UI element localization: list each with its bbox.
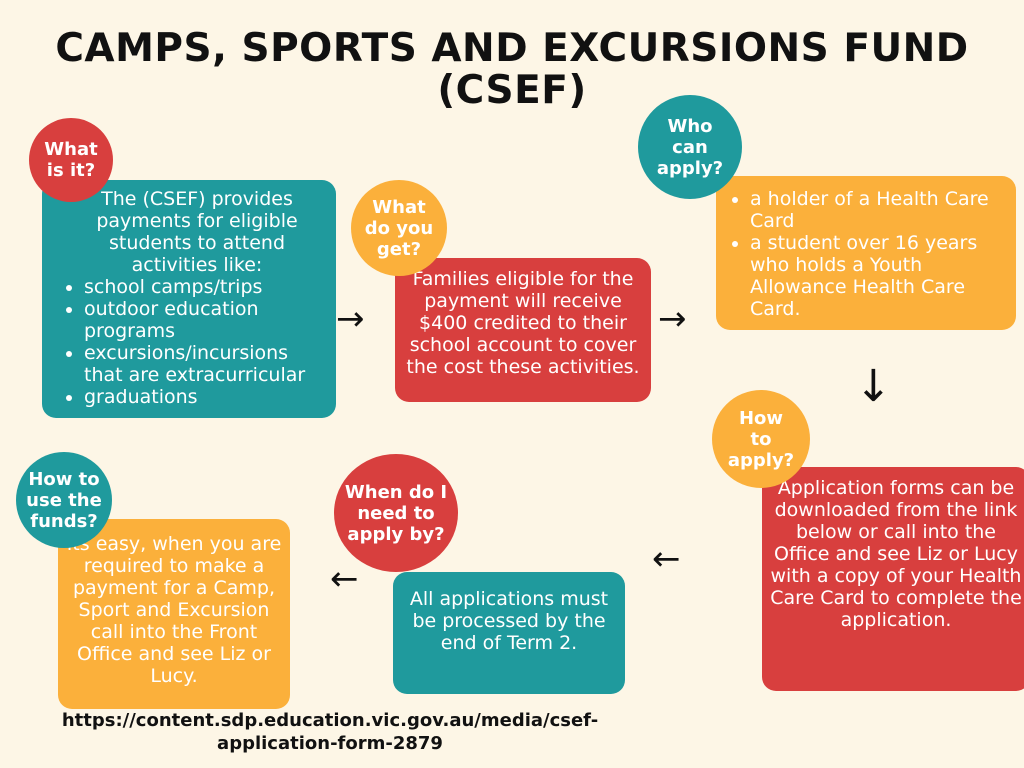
how-to-use-box: Its easy, when you are required to make … bbox=[58, 519, 290, 709]
what-do-you-get-body: Families eligible for the payment will r… bbox=[406, 268, 640, 378]
who-can-apply-list: a holder of a Health Care Card a student… bbox=[716, 188, 1006, 320]
how-to-apply-body: Application forms can be downloaded from… bbox=[770, 477, 1022, 631]
list-item: a holder of a Health Care Card bbox=[750, 188, 1006, 232]
when-apply-by-heading: When do I need to apply by? bbox=[334, 454, 458, 572]
when-apply-by-body: All applications must be processed by th… bbox=[409, 588, 609, 654]
what-is-it-intro: The (CSEF) provides payments for eligibl… bbox=[96, 188, 298, 276]
how-to-apply-box: Application forms can be downloaded from… bbox=[762, 467, 1024, 691]
arrow-down: ↓ bbox=[855, 361, 892, 412]
arrow-left-1: ← bbox=[652, 539, 681, 579]
who-can-apply-box: a holder of a Health Care Card a student… bbox=[716, 176, 1016, 330]
when-apply-by-box: All applications must be processed by th… bbox=[393, 572, 625, 694]
how-to-use-heading: How to use the funds? bbox=[16, 452, 112, 548]
arrow-right-1: → bbox=[336, 299, 365, 339]
how-to-use-body: Its easy, when you are required to make … bbox=[66, 533, 282, 687]
what-is-it-heading: What is it? bbox=[29, 118, 113, 202]
page-title: CAMPS, SPORTS AND EXCURSIONS FUND (CSEF) bbox=[55, 26, 969, 113]
who-can-apply-heading: Who can apply? bbox=[638, 95, 742, 199]
arrow-right-2: → bbox=[658, 299, 687, 339]
how-to-apply-heading: How to apply? bbox=[712, 390, 810, 488]
list-item: excursions/incursions that are extracurr… bbox=[84, 342, 326, 386]
list-item: outdoor education programs bbox=[84, 298, 326, 342]
application-form-link[interactable]: https://content.sdp.education.vic.gov.au… bbox=[61, 710, 599, 754]
list-item: school camps/trips bbox=[84, 276, 326, 298]
what-do-you-get-box: Families eligible for the payment will r… bbox=[395, 258, 651, 402]
arrow-left-2: ← bbox=[330, 559, 359, 599]
list-item: a student over 16 years who holds a Yout… bbox=[750, 232, 1006, 320]
what-do-you-get-heading: What do you get? bbox=[351, 180, 447, 276]
what-is-it-box: The (CSEF) provides payments for eligibl… bbox=[42, 180, 336, 418]
list-item: graduations bbox=[84, 386, 326, 408]
what-is-it-list: school camps/trips outdoor education pro… bbox=[48, 276, 326, 408]
